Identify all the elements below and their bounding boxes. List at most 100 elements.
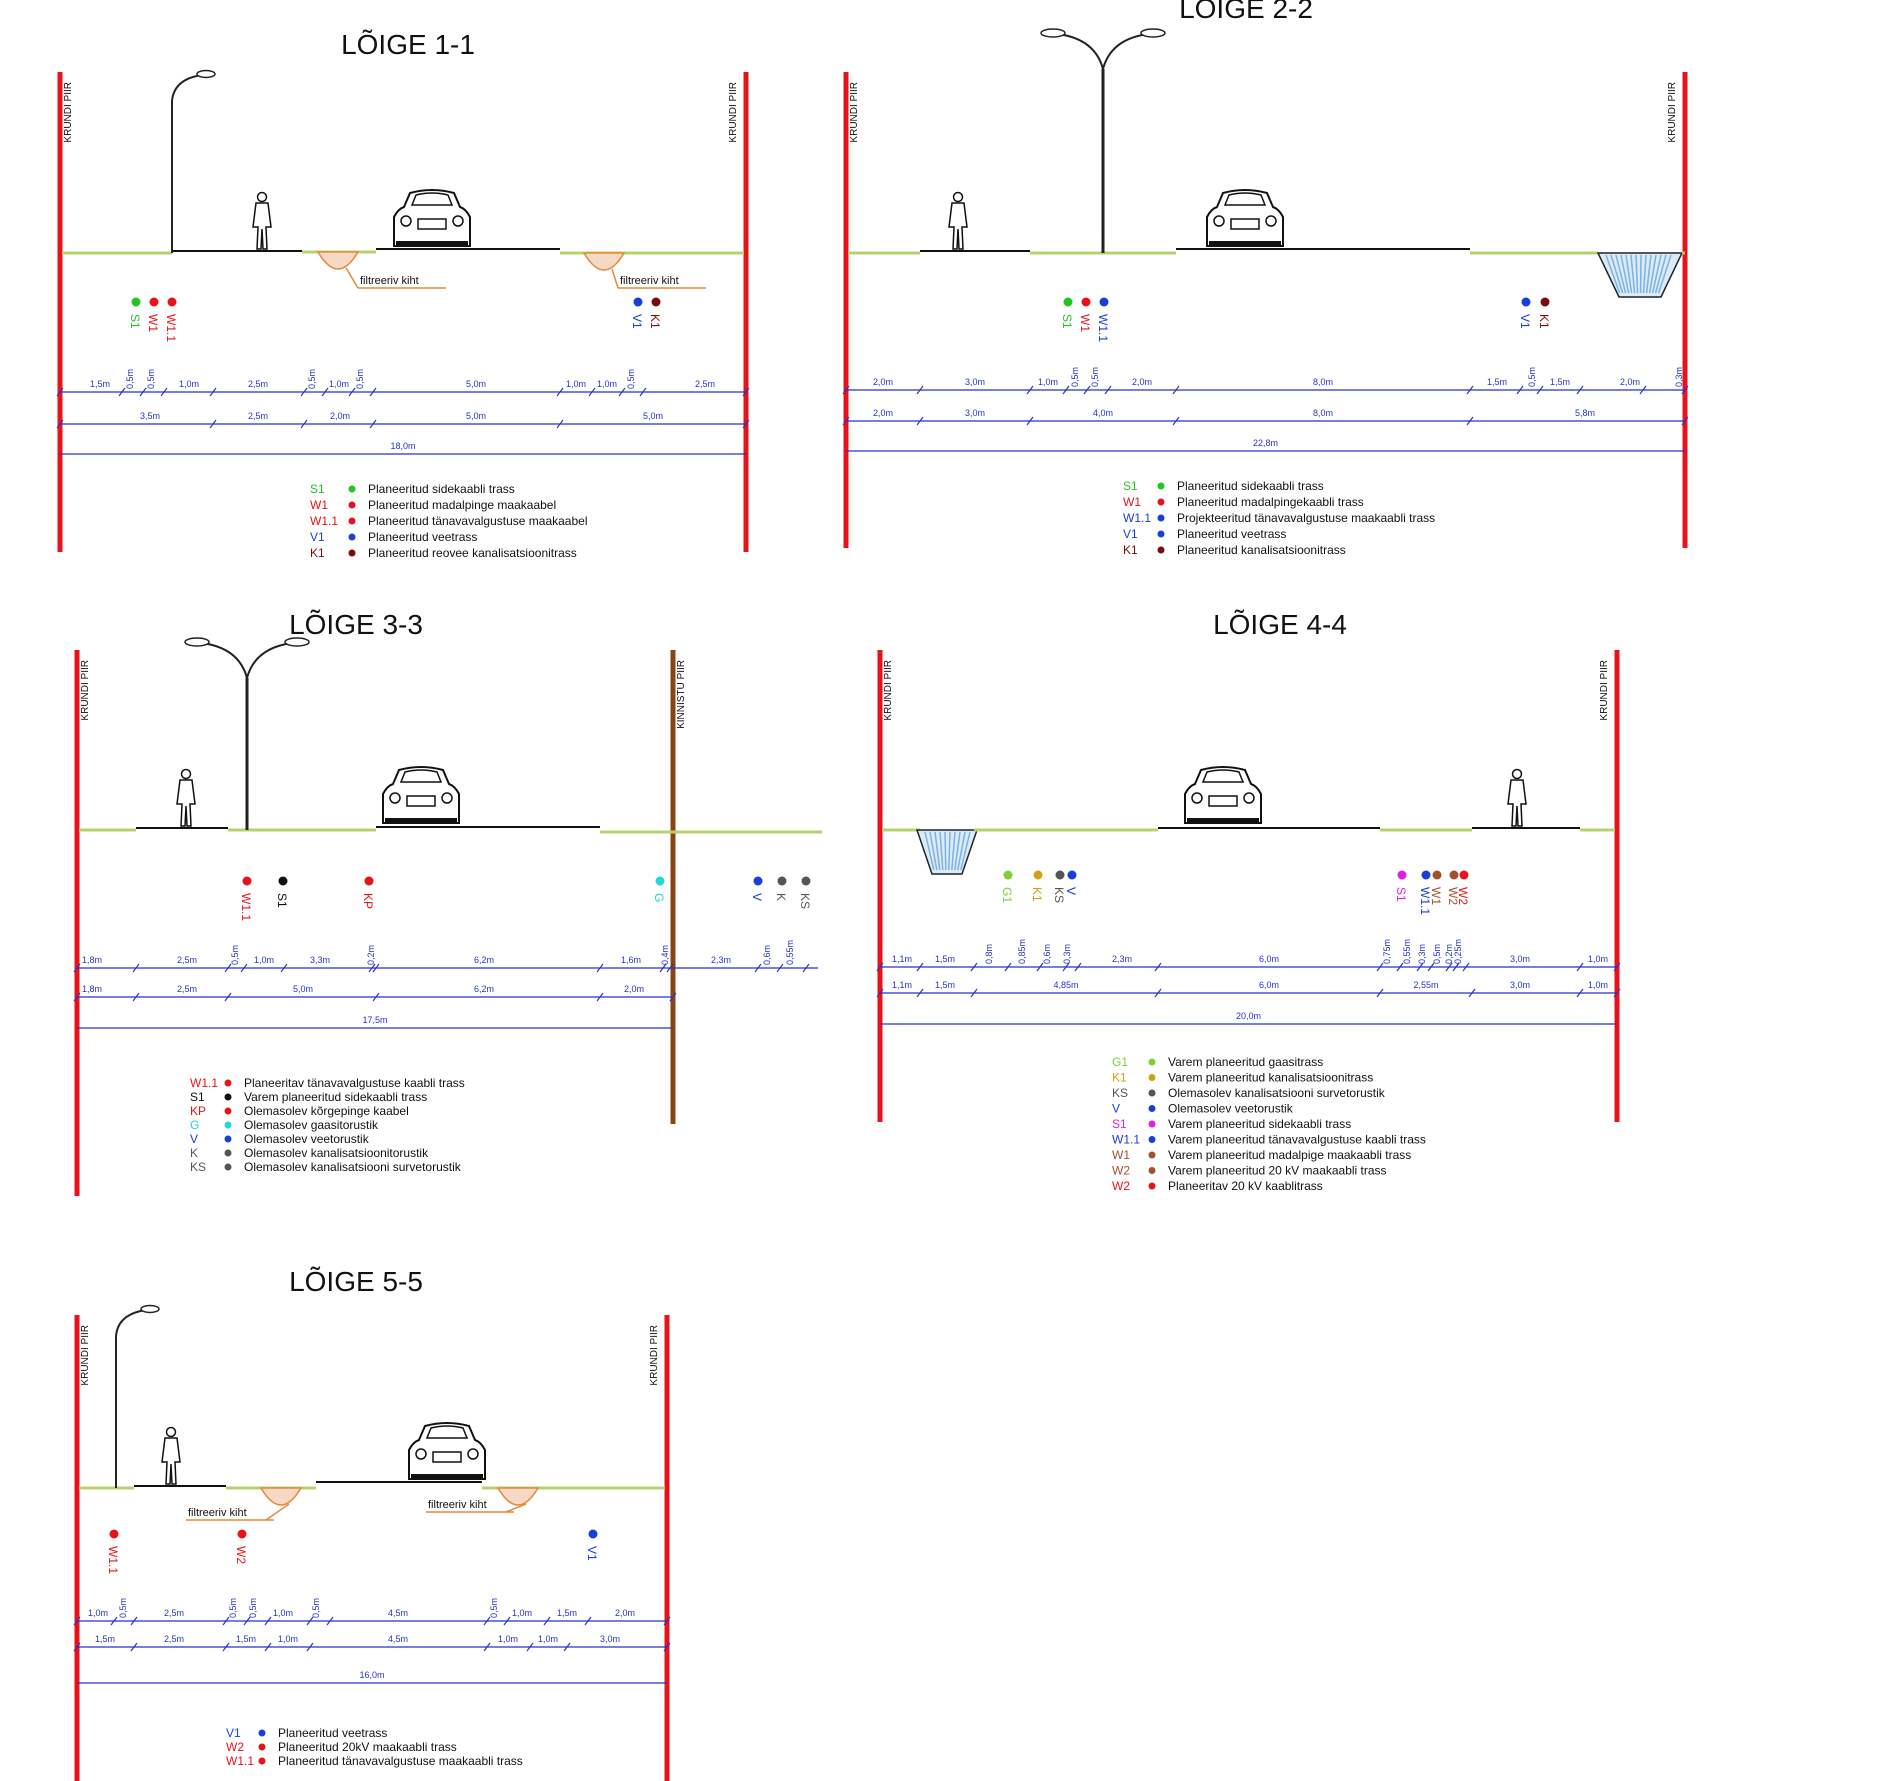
lamp-arm: [201, 642, 248, 679]
legend-text: Varem planeeritud madalpige maakaabli tr…: [1168, 1148, 1411, 1162]
dimension-label: 2,0m: [615, 1608, 635, 1618]
legend-code: V1: [310, 530, 325, 544]
dimension-label: 1,5m: [90, 379, 110, 389]
lamp-head: [1140, 28, 1166, 38]
dimension-label: 1,0m: [1588, 980, 1608, 990]
dimension-label: 4,5m: [388, 1608, 408, 1618]
dimension-label: 4,0m: [1093, 408, 1113, 418]
utility-marker-dot: [633, 297, 643, 307]
utility-marker-label: W1: [146, 314, 160, 332]
ditch-hatch: [1605, 254, 1621, 294]
dimension-tick: [160, 387, 168, 397]
utility-marker-dot: [753, 876, 763, 886]
dimension-label: 2,0m: [873, 377, 893, 387]
car-windshield: [410, 192, 454, 206]
dimension-tick: [876, 962, 884, 972]
car-headlight: [1191, 792, 1203, 804]
pedestrian-icon: [1507, 768, 1527, 827]
lamp-head: [140, 1304, 160, 1314]
utility-marker-label: V1: [630, 314, 644, 329]
utility-marker-label: G1: [1000, 887, 1014, 903]
legend-text: Varem planeeritud sidekaabli trass: [244, 1090, 427, 1104]
section-title: LÕIGE 3-3: [289, 609, 423, 640]
dimension-label: 3,5m: [140, 411, 160, 421]
legend-dot: [258, 1757, 266, 1765]
utility-marker-dot: [801, 876, 811, 886]
dimension-tick: [1516, 385, 1524, 395]
legend-text: Planeeritud veetrass: [368, 530, 477, 544]
dimension-tick: [1681, 416, 1689, 426]
ditch-hatch: [951, 831, 956, 871]
ditch-hatch: [1654, 254, 1667, 294]
legend-dot: [224, 1149, 232, 1157]
legend-code: G1: [1112, 1055, 1128, 1069]
dimension-tick: [222, 1616, 230, 1626]
legend-text: Varem planeeritud 20 kV maakaabli trass: [1168, 1164, 1387, 1178]
utility-marker-dot: [237, 1529, 247, 1539]
utility-marker-dot: [1449, 870, 1459, 880]
dimension-label: 2,5m: [164, 1634, 184, 1644]
dimension-label: 2,5m: [248, 379, 268, 389]
legend-code: W1: [310, 498, 328, 512]
filter-layer: filtreeriv kiht: [582, 252, 706, 289]
utility-marker-dot: [588, 1529, 598, 1539]
dimension-tick: [669, 992, 677, 1002]
dimension-tick: [916, 988, 924, 998]
car-icon: [382, 766, 460, 824]
car-bumper: [1209, 241, 1281, 246]
dimension-tick: [1536, 385, 1544, 395]
utility-marker-dot: [149, 297, 159, 307]
utility-marker-label: W1: [1078, 314, 1092, 332]
legend-text: Planeeritav 20 kV kaablitrass: [1168, 1179, 1323, 1193]
dimension-tick: [1613, 962, 1621, 972]
legend-text: Planeeritud tänavavalgustuse maakaabli t…: [278, 1754, 523, 1768]
legend-dot: [258, 1729, 266, 1737]
lamp-arm: [1057, 33, 1104, 70]
filter-leader: [345, 267, 359, 289]
legend-code: S1: [190, 1090, 205, 1104]
utility-marker-dot: [1063, 297, 1073, 307]
utility-marker-dot: [1067, 870, 1077, 880]
legend-text: Olemasolev kanalisatsioonitorustik: [244, 1146, 429, 1160]
dimension-label: 0,3m: [1417, 944, 1427, 964]
pedestrian-icon: [176, 768, 196, 827]
street-lamp-icon: [171, 69, 216, 253]
section-title: LÕIGE 4-4: [1213, 609, 1347, 640]
dimension-label: 8,0m: [1313, 408, 1333, 418]
street-lamp-icon: [184, 637, 310, 830]
dimension-label: 2,0m: [873, 408, 893, 418]
utility-marker-label: W1.1: [1418, 887, 1432, 915]
dimension-label: 1,0m: [1038, 377, 1058, 387]
dimension-tick: [483, 1642, 491, 1652]
dimension-label: 3,0m: [965, 377, 985, 387]
dimension-label: 8,0m: [1313, 377, 1333, 387]
dimension-tick: [1074, 962, 1082, 972]
legend-code: KS: [190, 1160, 206, 1174]
dimension-label: 6,0m: [1259, 980, 1279, 990]
dimension-label: 2,3m: [1112, 954, 1132, 964]
dimension-tick: [1639, 385, 1647, 395]
dimension-label: 0,3m: [1062, 944, 1072, 964]
utility-marker-label: W1.1: [1096, 314, 1110, 342]
legend-dot: [1148, 1151, 1156, 1159]
utility-marker-label: W2: [1446, 887, 1460, 905]
dimension-tick: [666, 963, 674, 973]
dimension-tick: [1083, 385, 1091, 395]
dimension-label: 0,2m: [1444, 944, 1454, 964]
legend-code: W2: [226, 1740, 244, 1754]
dimension-tick: [916, 416, 924, 426]
car-windshield: [425, 1425, 469, 1439]
utility-marker-dot: [1033, 870, 1043, 880]
dimension-tick: [306, 1642, 314, 1652]
dimension-tick: [56, 419, 64, 429]
